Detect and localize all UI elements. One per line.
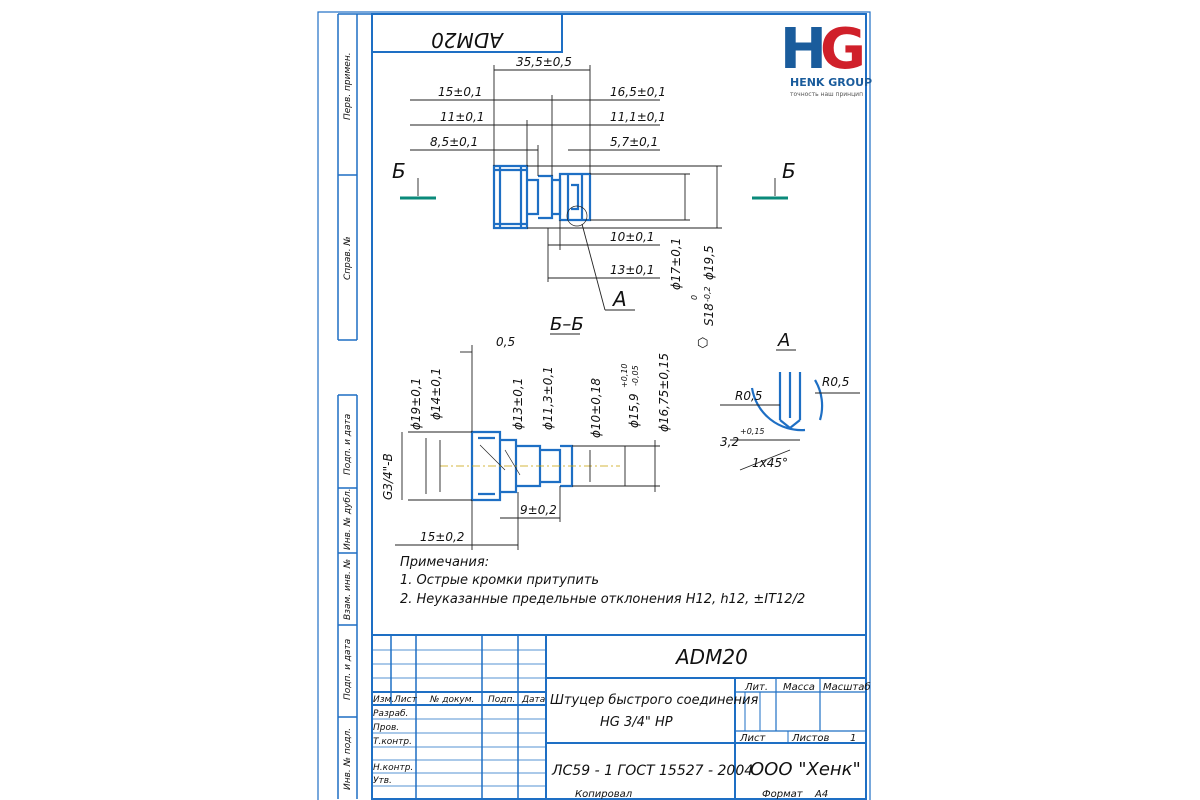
- detail-r05-right: R0,5: [822, 375, 849, 389]
- section-view: [395, 345, 660, 550]
- dim-dia-19: ϕ19±0,1: [409, 378, 423, 430]
- title-sign: Подп.: [488, 695, 515, 705]
- main-view: [400, 65, 788, 311]
- dim-15: 15±0,1: [438, 85, 482, 99]
- note-2: 2. Неуказанные предельные отклонения H12…: [400, 592, 805, 607]
- title-name-1: Штуцер быстрого соединения: [550, 693, 759, 708]
- side-label-sign-date-2: Подп. и дата: [343, 639, 353, 700]
- detail-title: А: [777, 330, 790, 351]
- hex-icon: ⬡: [697, 336, 708, 351]
- note-1: 1. Острые кромки притупить: [400, 573, 599, 588]
- title-format-value: A4: [814, 789, 828, 800]
- logo-letter-g: G: [820, 17, 866, 82]
- title-sheet: Лист: [739, 733, 767, 744]
- side-label-reference: Справ. №: [343, 236, 353, 280]
- title-material: ЛС59 - 1 ГОСТ 15527 - 2004: [551, 763, 753, 779]
- side-label-replace-inv: Взам. инв. №: [343, 559, 353, 620]
- dim-dia-10: ϕ10±0,18: [589, 378, 603, 438]
- view-a-label: А: [611, 287, 627, 311]
- notes-title: Примечания:: [400, 555, 489, 570]
- dim-11-1: 11,1±0,1: [610, 110, 666, 124]
- dim-s18-tol-up: 0: [690, 295, 699, 300]
- dim-16-5: 16,5±0,1: [610, 85, 666, 99]
- notes: Примечания: 1. Острые кромки притупить 2…: [400, 555, 805, 607]
- dim-11: 11±0,1: [440, 110, 484, 124]
- title-scale: Масштаб: [823, 681, 871, 693]
- title-sheets-count: 1: [850, 733, 856, 744]
- dim-s18-tol-lo: -0,2: [703, 286, 712, 302]
- dim-dia-19-5: ϕ19,5: [702, 245, 716, 280]
- section-labels: Б–Б 0,5 ϕ19±0,1 ϕ14±0,1 ϕ13±0,1 ϕ11,3±0,…: [381, 314, 671, 544]
- title-tech-control: Т.контр.: [373, 737, 412, 747]
- top-designation: ADM20: [431, 28, 505, 52]
- dim-dia-13: ϕ13±0,1: [511, 378, 525, 430]
- dim-9-2: 9±0,2: [520, 503, 557, 517]
- dim-15-2: 15±0,2: [420, 530, 464, 544]
- dim-13: 13±0,1: [610, 263, 654, 277]
- title-doc: № докум.: [429, 695, 474, 705]
- dim-dia-11-3: ϕ11,3±0,1: [541, 366, 555, 430]
- side-label-dup-inv: Инв. № дубл.: [343, 488, 353, 550]
- section-mark-right: Б: [782, 159, 796, 183]
- title-name-2: HG 3/4" HP: [600, 715, 673, 730]
- title-block-text: ADM20 Штуцер быстрого соединения HG 3/4"…: [373, 645, 871, 800]
- title-date: Дата: [521, 695, 545, 705]
- title-approved: Утв.: [373, 776, 392, 786]
- title-developed: Разраб.: [373, 709, 408, 719]
- main-view-labels: 35,5±0,5 15±0,1 16,5±0,1 11±0,1 11,1±0,1…: [392, 55, 796, 351]
- side-labels: Перв. примен. Справ. № Подп. и дата Инв.…: [343, 52, 353, 790]
- dim-s18: S18: [702, 303, 716, 326]
- title-format: Формат: [762, 789, 804, 800]
- title-sheets: Листов: [791, 733, 829, 744]
- title-block: [371, 634, 867, 800]
- dim-8-5: 8,5±0,1: [430, 135, 478, 149]
- detail-labels: R0,5 R0,5 3,2 +0,15 1x45°: [720, 375, 849, 470]
- dim-0-5: 0,5: [496, 335, 515, 349]
- dim-dia-15-9: ϕ15,9: [627, 393, 641, 428]
- detail-chamfer: 1x45°: [752, 456, 788, 470]
- logo-company-name: HENK GROUP: [790, 76, 872, 89]
- dim-10: 10±0,1: [610, 230, 654, 244]
- detail-view-a: А: [720, 330, 860, 471]
- dim-dia-14: ϕ14±0,1: [429, 368, 443, 420]
- detail-dim-3-2-tol: +0,15: [740, 427, 765, 436]
- title-izm: Изм.: [373, 695, 394, 705]
- title-mass: Масса: [783, 682, 815, 693]
- dim-dia-15-9-tol-lo: -0,05: [631, 365, 640, 386]
- dim-dia-16-75: ϕ16,75±0,15: [657, 353, 671, 432]
- detail-r05-left: R0,5: [735, 389, 762, 403]
- title-lit: Лит.: [744, 682, 768, 693]
- company-logo: H G HENK GROUP точность наш принцип: [780, 17, 872, 98]
- side-label-orig-inv: Инв. № подл.: [343, 728, 353, 790]
- side-label-sign-date-1: Подп. и дата: [343, 414, 353, 475]
- dim-dia-17: ϕ17±0,1: [669, 238, 683, 290]
- title-norm-control: Н.контр.: [373, 763, 413, 773]
- logo-letter-h: H: [780, 17, 827, 82]
- title-copied: Копировал: [575, 789, 633, 800]
- dim-dia-15-9-tol-up: +0,10: [620, 363, 629, 388]
- section-mark-left: Б: [392, 159, 406, 183]
- title-designation: ADM20: [674, 645, 748, 669]
- section-title: Б–Б: [550, 314, 584, 335]
- title-checked: Пров.: [373, 723, 399, 733]
- dim-5-7: 5,7±0,1: [610, 135, 658, 149]
- detail-dim-3-2: 3,2: [720, 435, 739, 449]
- side-label-first-use: Перв. примен.: [343, 52, 353, 120]
- dim-thread: G3/4"-B: [381, 453, 395, 500]
- logo-slogan: точность наш принцип: [790, 91, 863, 98]
- dim-35-5: 35,5±0,5: [516, 55, 572, 69]
- title-company: ООО "Хенк": [750, 759, 861, 780]
- title-list: Лист: [393, 695, 418, 705]
